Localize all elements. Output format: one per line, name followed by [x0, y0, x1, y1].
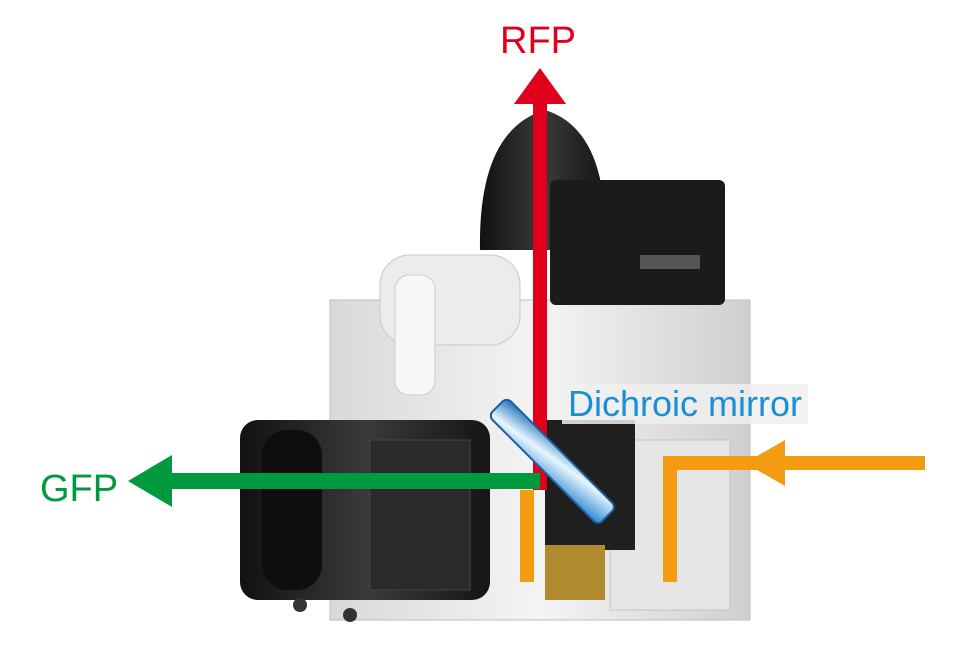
rfp-arrow: [514, 68, 566, 490]
dichroic-mirror-icon: [489, 398, 615, 524]
dichroic-mirror-label: Dichroic mirror: [562, 384, 808, 424]
rfp-label: RFP: [500, 20, 576, 62]
excitation-path: [520, 440, 925, 582]
gfp-arrow: [128, 455, 540, 507]
gfp-label: GFP: [40, 468, 119, 510]
